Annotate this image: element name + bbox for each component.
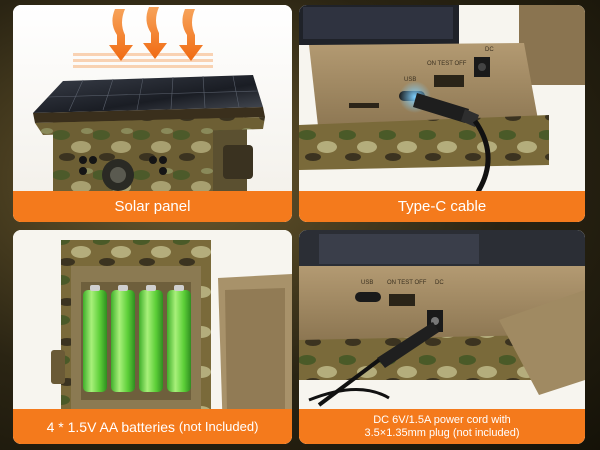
- battery-caption: 4 * 1.5V AA batteries (not Included): [13, 409, 292, 444]
- usb-port-label: USB: [404, 77, 416, 83]
- solar-panel-illustration: [13, 5, 292, 222]
- solar-panel-caption: Solar panel: [13, 191, 292, 222]
- usb-port-label: USB: [361, 280, 373, 286]
- solar-panel-card: Solar panel: [13, 5, 292, 222]
- dc-power-caption-line1: DC 6V/1.5A power cord with: [373, 413, 511, 426]
- switch-label: ON TEST OFF: [427, 61, 467, 67]
- battery-caption-main: 4 * 1.5V AA batteries: [46, 418, 176, 435]
- dc-port-label: DC: [485, 47, 494, 53]
- dc-power-illustration: USB ON TEST OFF DC: [299, 230, 585, 444]
- typec-cable-caption: Type-C cable: [299, 191, 585, 222]
- dc-power-card: USB ON TEST OFF DC DC 6V/1.5A power cord…: [299, 230, 585, 444]
- battery-compartment-illustration: [13, 230, 292, 444]
- typec-cable-illustration: USB ON TEST OFF DC: [299, 5, 585, 222]
- battery-icon: [83, 285, 191, 392]
- battery-caption-note: (not Included): [178, 419, 259, 434]
- dc-power-caption: DC 6V/1.5A power cord with 3.5×1.35mm pl…: [299, 409, 585, 444]
- dc-power-caption-plug: 3.5×1.35mm plug: [364, 426, 450, 439]
- battery-card: 4 * 1.5V AA batteries (not Included): [13, 230, 292, 444]
- typec-cable-card: USB ON TEST OFF DC Type-C cable: [299, 5, 585, 222]
- sunlight-arrow-icon: [109, 7, 203, 61]
- switch-label: ON TEST OFF: [387, 280, 427, 286]
- dc-power-caption-note: (not included): [452, 426, 520, 439]
- dc-port-label: DC: [435, 280, 444, 286]
